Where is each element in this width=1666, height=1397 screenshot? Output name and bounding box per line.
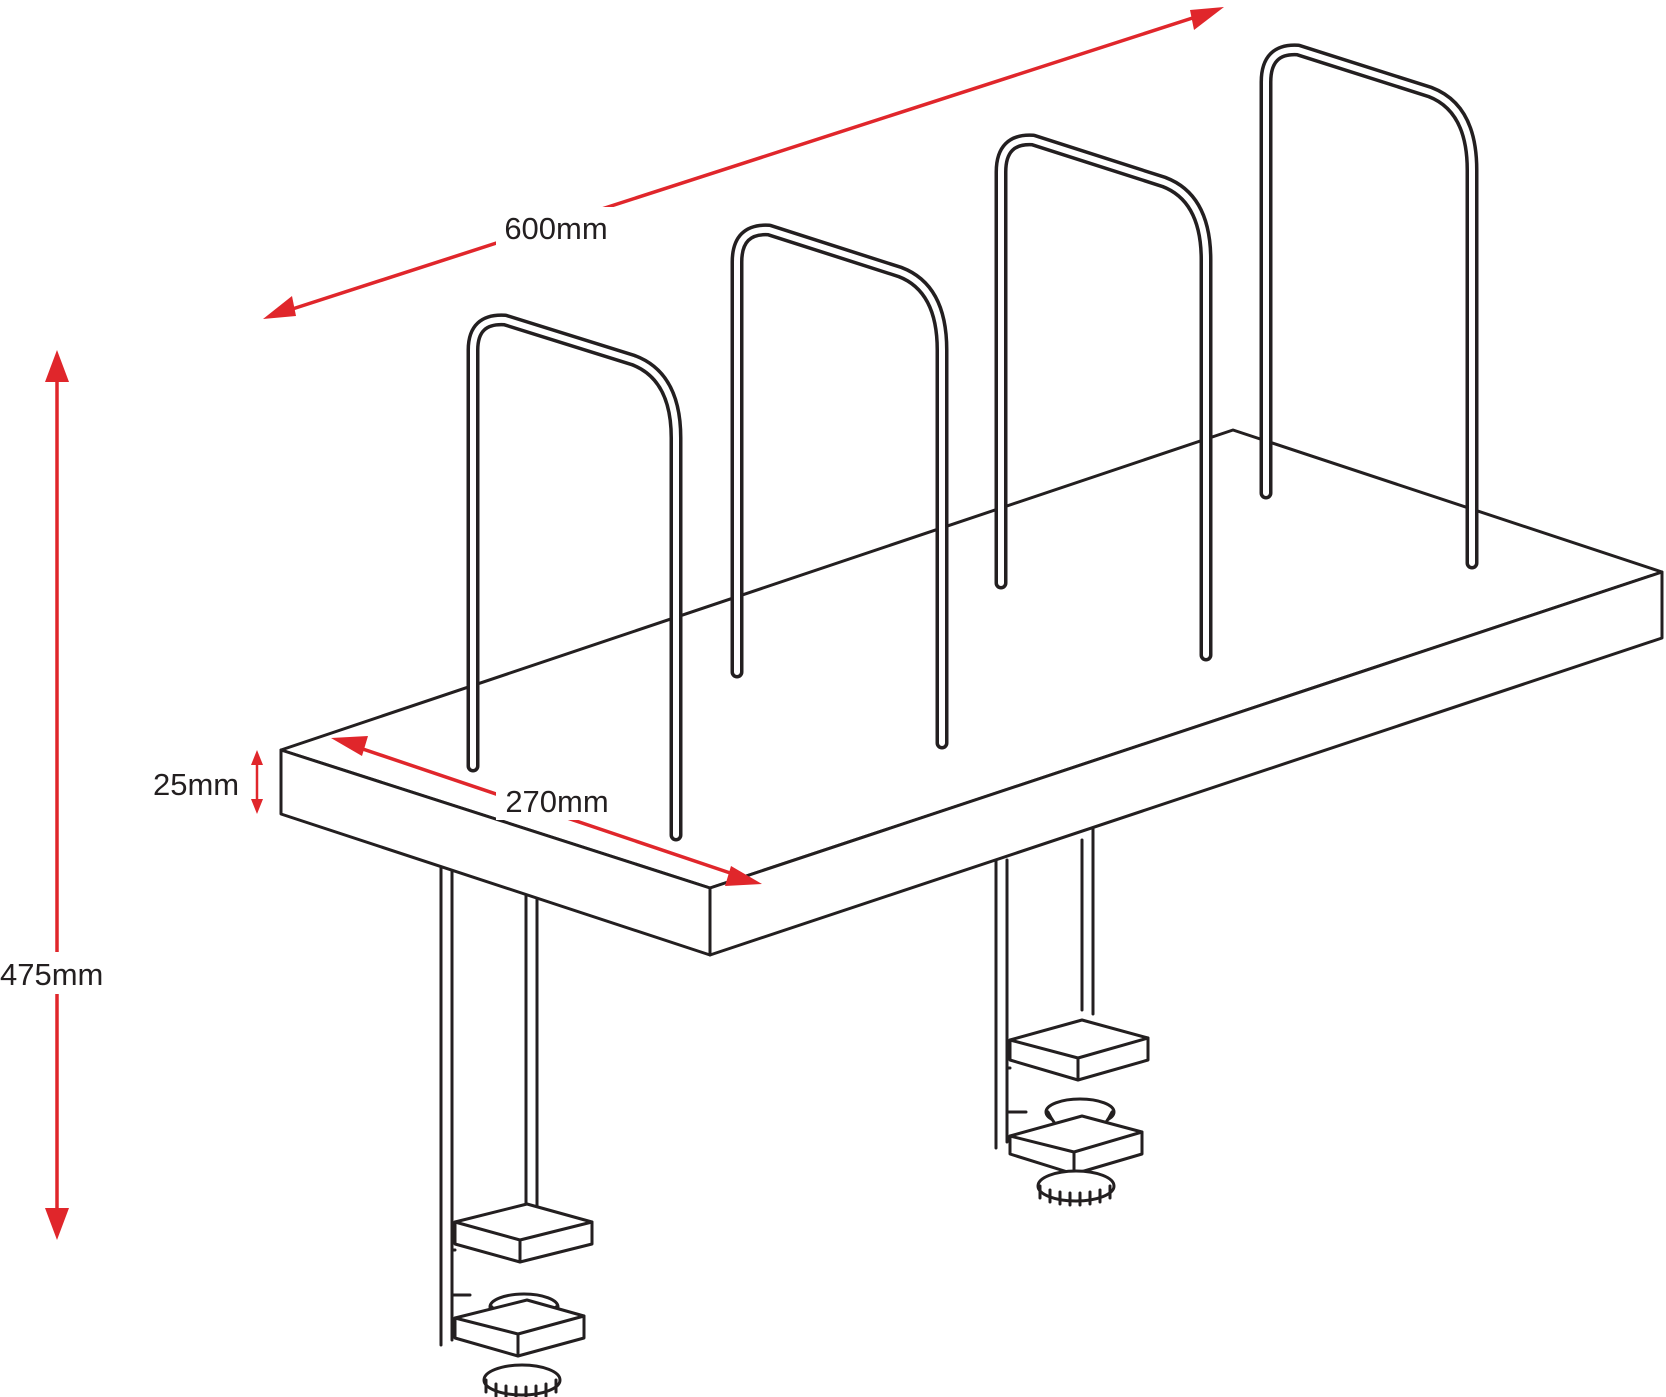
- depth-label: 270mm: [505, 784, 608, 819]
- dimension-depth-270mm: 270mm: [331, 736, 762, 886]
- shelf-board: [279, 428, 1664, 957]
- divider-2: [730, 223, 949, 750]
- arrowhead-icon: [251, 750, 263, 765]
- divider-1: [466, 313, 683, 842]
- left-clamp: [439, 862, 594, 1397]
- arrowhead-icon: [45, 350, 69, 382]
- thickness-label: 25mm: [153, 767, 239, 802]
- arrowhead-icon: [1190, 7, 1224, 30]
- arrowhead-icon: [725, 866, 762, 886]
- arrowhead-icon: [331, 736, 368, 756]
- height-label: 475mm: [0, 957, 103, 992]
- length-label: 600mm: [504, 211, 607, 246]
- divider-4: [1259, 43, 1479, 570]
- dimension-thickness-25mm: 25mm: [153, 750, 263, 814]
- right-clamp: [994, 824, 1150, 1207]
- dimension-length-600mm: 600mm: [263, 7, 1224, 319]
- arrowhead-icon: [263, 296, 296, 319]
- arrowhead-icon: [45, 1208, 69, 1240]
- divider-3: [994, 133, 1213, 662]
- dimension-height-475mm: 475mm: [0, 350, 118, 1240]
- dimension-line-length: [279, 11, 1209, 315]
- arrowhead-icon: [251, 799, 263, 814]
